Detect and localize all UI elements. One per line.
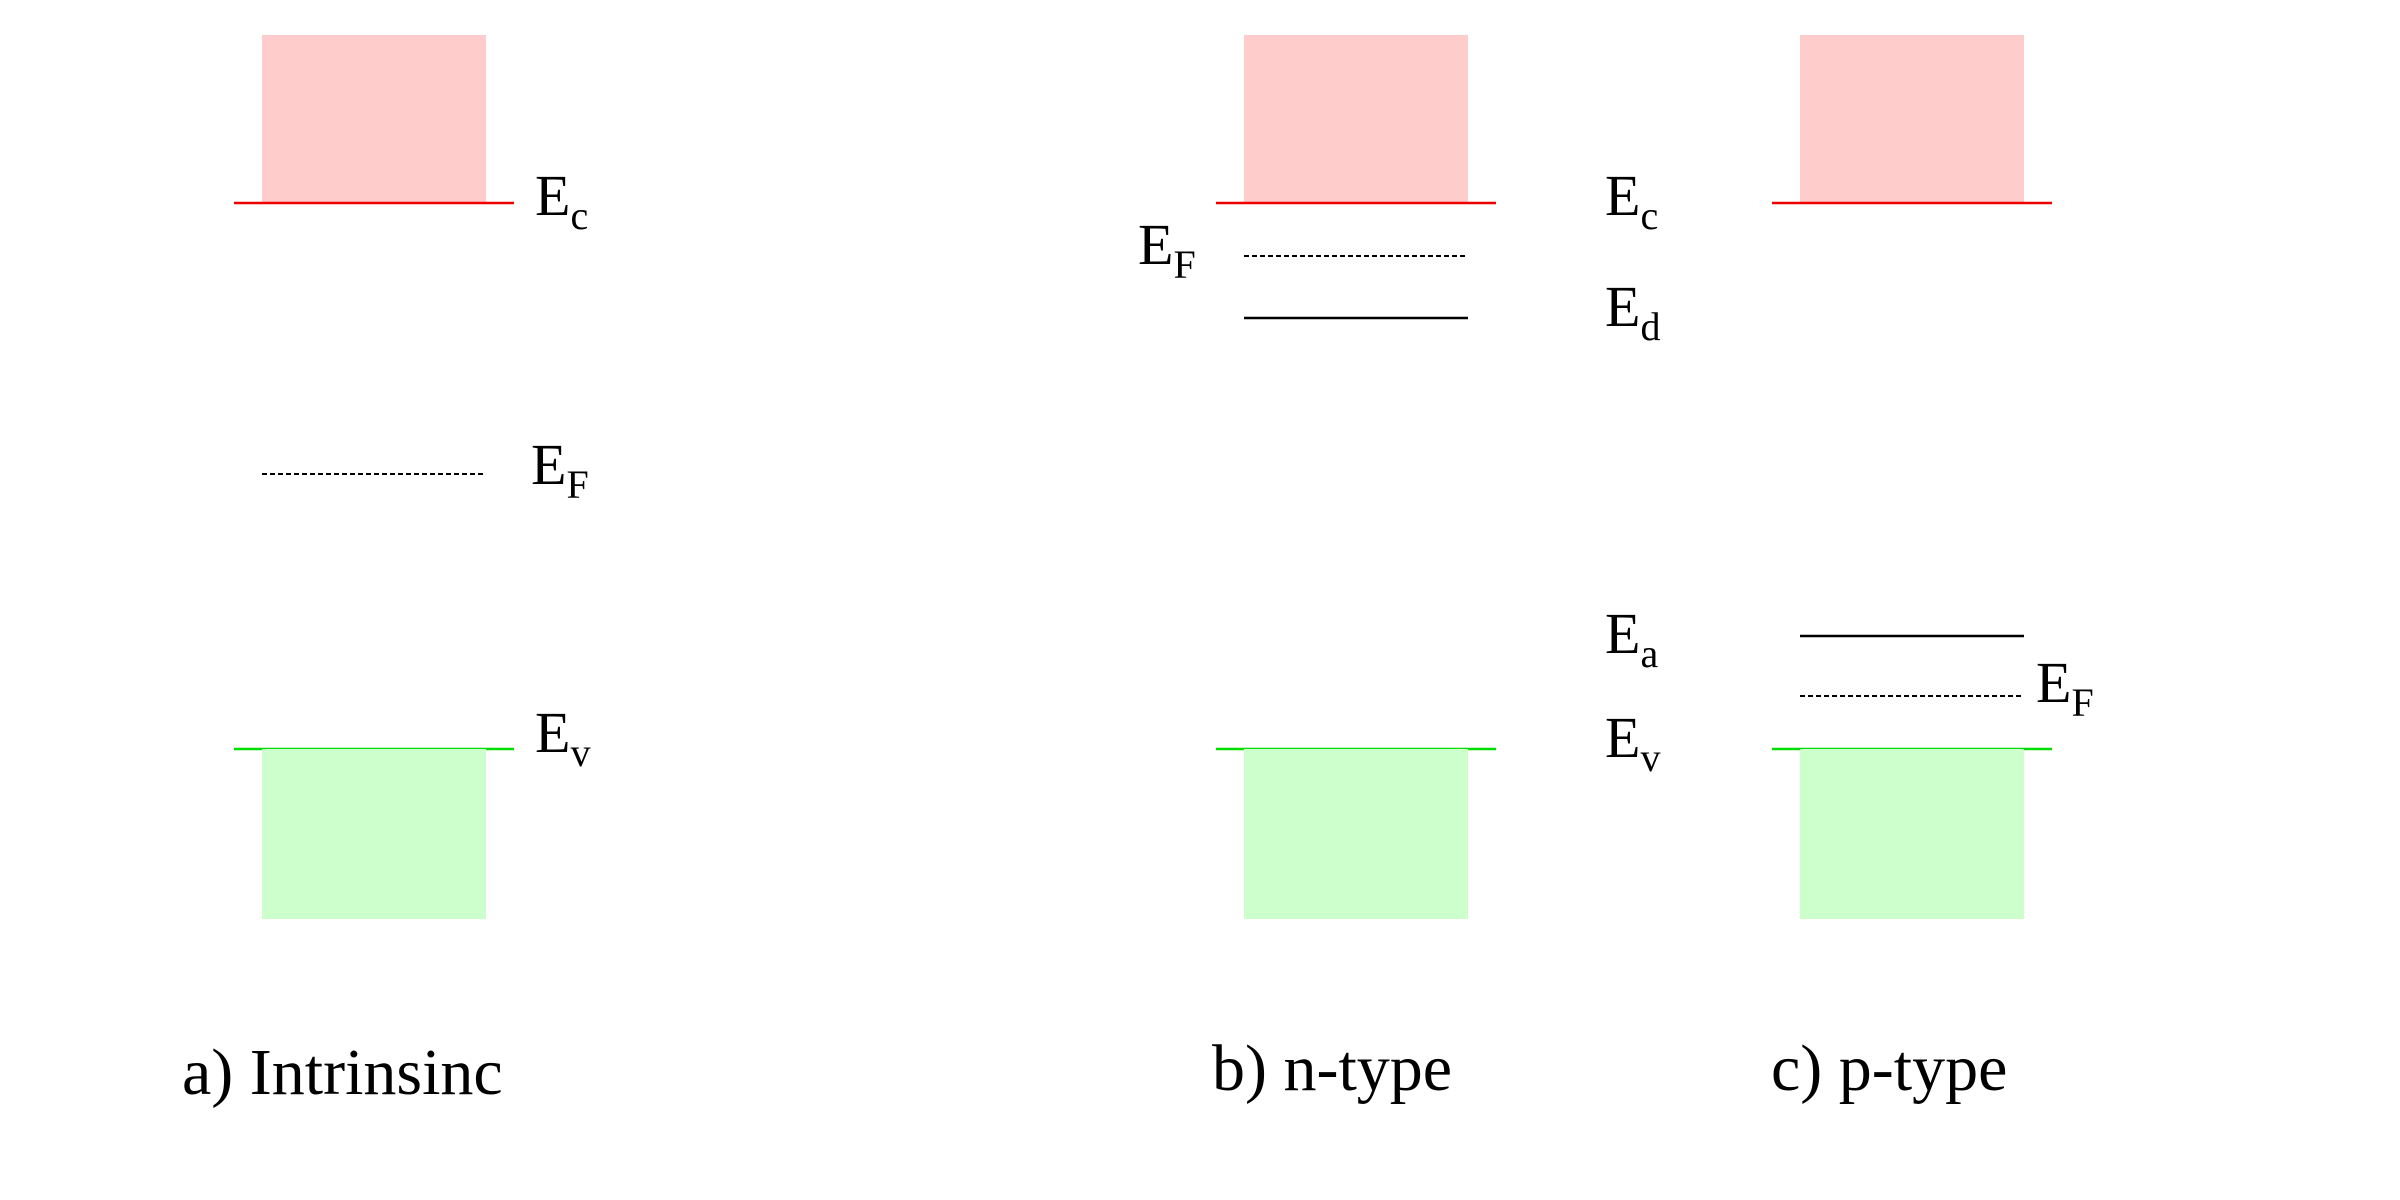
caption-intrinsic: a) Intrinsinc: [182, 1036, 503, 1109]
caption-p-type: c) p-type: [1771, 1032, 2007, 1105]
label-ea: Ea: [1605, 601, 1658, 676]
conduction-band-intrinsic: [262, 35, 486, 203]
label-ef-n-type: EF: [1138, 212, 1196, 287]
conduction-band-n-type: [1244, 35, 1468, 203]
label-ec-intrinsic: Ec: [535, 163, 588, 238]
valence-band-intrinsic: [262, 749, 486, 919]
valence-band-n-type: [1244, 749, 1468, 919]
valence-band-p-type: [1800, 749, 2024, 919]
label-ev-n-type: Ev: [1605, 705, 1660, 780]
label-ef-intrinsic: EF: [531, 432, 589, 507]
panel-p-type: EF c) p-type: [1771, 35, 2094, 1105]
label-ed: Ed: [1605, 274, 1660, 349]
caption-n-type: b) n-type: [1212, 1032, 1452, 1105]
panel-n-type: EF Ec Ed Ea Ev b) n-type: [1138, 35, 1660, 1105]
label-ev-intrinsic: Ev: [535, 700, 590, 775]
label-ef-p-type: EF: [2036, 650, 2094, 725]
panel-intrinsic: Ec EF Ev a) Intrinsinc: [182, 35, 590, 1109]
label-ec-n-type: Ec: [1605, 163, 1658, 238]
conduction-band-p-type: [1800, 35, 2024, 203]
